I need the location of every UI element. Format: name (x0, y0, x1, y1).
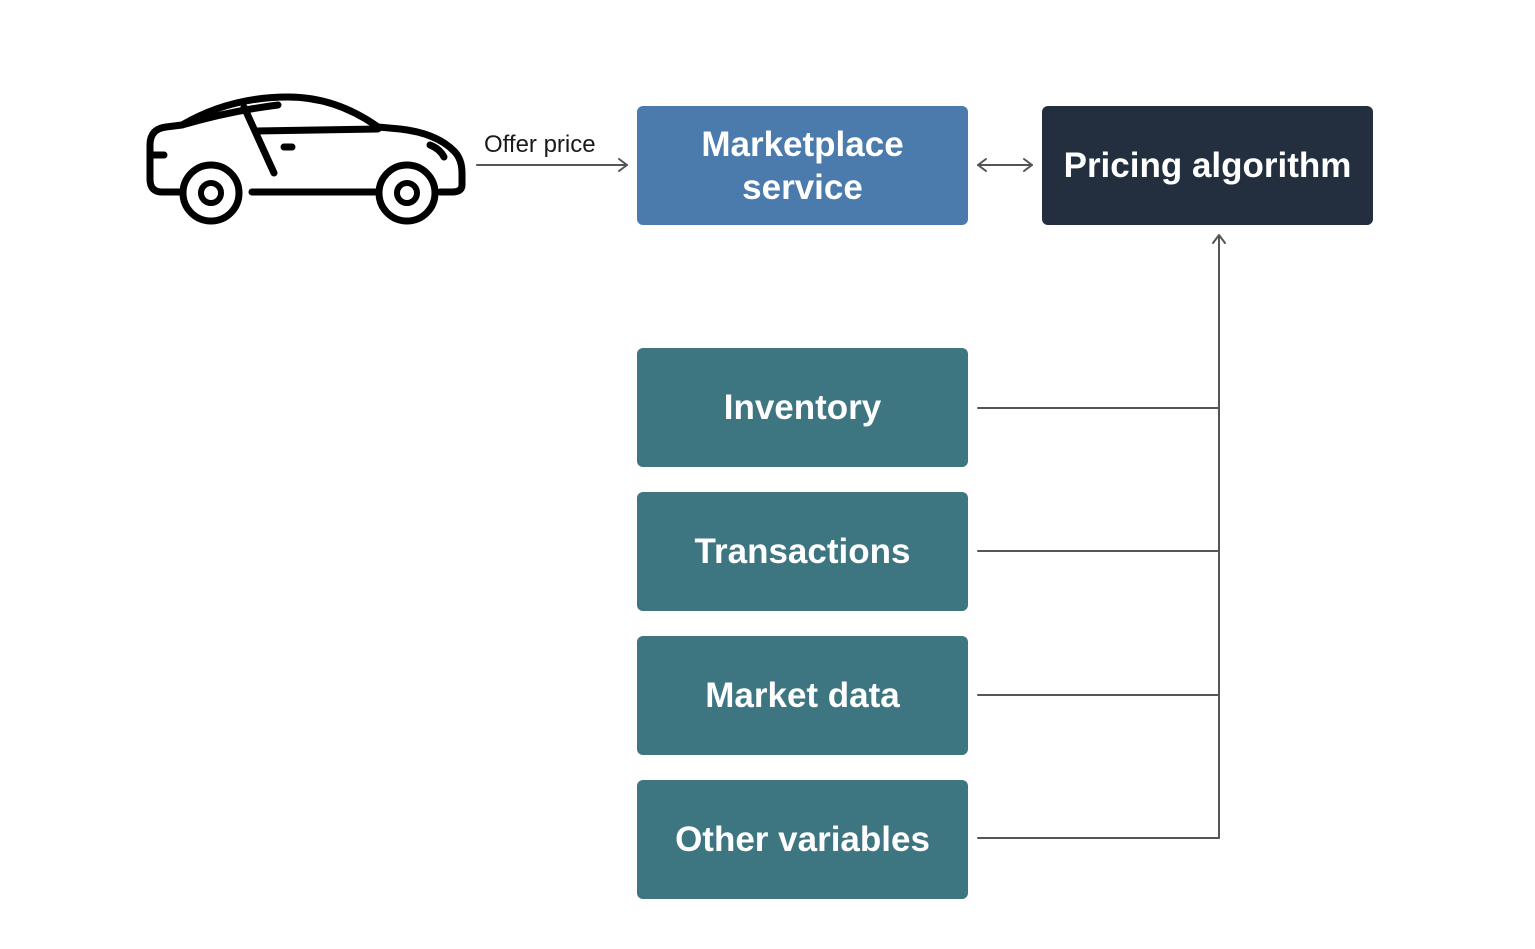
other-variables-label: Other variables (675, 820, 930, 859)
inventory-label: Inventory (723, 388, 882, 427)
marketplace-service-node: Marketplace service (637, 106, 968, 225)
car-icon (146, 93, 466, 225)
transactions-label: Transactions (694, 532, 911, 571)
market-data-node: Market data (637, 636, 968, 755)
transactions-node: Transactions (637, 492, 968, 611)
market-data-label: Market data (705, 676, 900, 715)
other-variables-node: Other variables (637, 780, 968, 899)
pricing-algorithm-node: Pricing algorithm (1042, 106, 1373, 225)
marketplace-service-label: Marketplace service (701, 124, 904, 207)
inventory-node: Inventory (637, 348, 968, 467)
pricing-algorithm-label: Pricing algorithm (1063, 146, 1352, 185)
offer-price-label: Offer price (484, 131, 596, 158)
